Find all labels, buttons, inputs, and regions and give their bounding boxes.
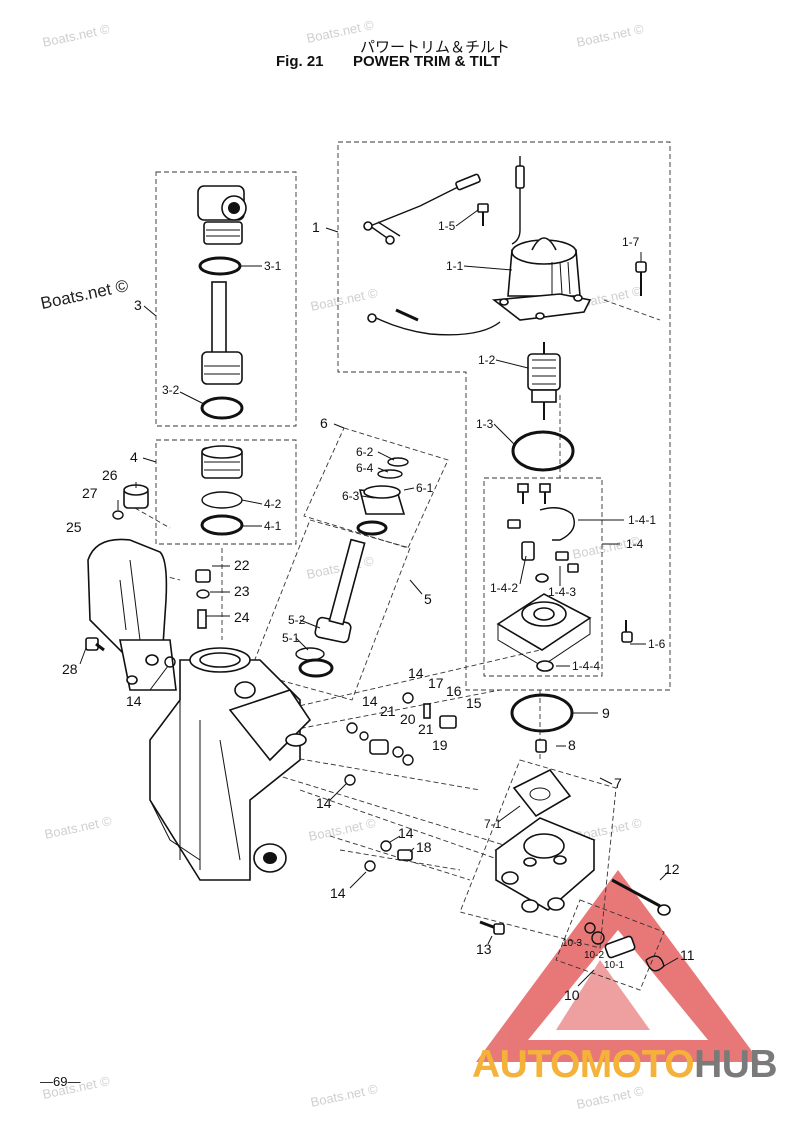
callout-14-c: 14	[362, 693, 378, 709]
pump-assembly	[494, 768, 596, 913]
callout-10: 10	[564, 987, 580, 1003]
leader-lines	[79, 209, 679, 987]
callout-14-b: 14	[408, 665, 424, 681]
callout-22: 22	[234, 557, 250, 573]
tilt-ram-assembly	[197, 185, 247, 420]
group-box-1-4	[483, 477, 603, 677]
brand-logo-icon	[476, 870, 760, 1062]
page-number: —69—	[40, 1074, 81, 1089]
callout-1-4-1: 1-4-1	[628, 513, 656, 527]
callout-6-2: 6-2	[356, 445, 374, 459]
callout-14-d: 14	[316, 795, 332, 811]
callout-17: 17	[428, 675, 444, 691]
callout-21-b: 21	[418, 721, 434, 737]
callout-labels: 1 1-5 1-1 1-7 1-2 1-3 1-4-1 1-4 1-4-2 1-…	[62, 219, 695, 1003]
callout-25: 25	[66, 519, 82, 535]
callout-6-4: 6-4	[356, 461, 374, 475]
callout-8: 8	[568, 737, 576, 753]
washer-27	[112, 510, 124, 520]
callout-24: 24	[234, 609, 250, 625]
callout-5-2: 5-2	[288, 613, 306, 627]
diagram-title: POWER TRIM & TILT	[353, 53, 501, 70]
callout-14-e: 14	[398, 825, 414, 841]
callout-1-7: 1-7	[622, 235, 640, 249]
callout-20: 20	[400, 711, 416, 727]
callout-1: 1	[312, 219, 320, 235]
callout-3-1: 3-1	[264, 259, 282, 273]
callout-1-4-3: 1-4-3	[548, 585, 576, 599]
callout-4: 4	[130, 449, 138, 465]
small-parts	[164, 656, 457, 872]
bolt-28	[85, 637, 105, 652]
callout-1-3: 1-3	[476, 417, 494, 431]
callout-6-3: 6-3	[342, 489, 360, 503]
callout-1-6: 1-6	[648, 637, 666, 651]
group-box-4	[155, 439, 297, 545]
callout-1-5: 1-5	[438, 219, 456, 233]
title-japanese: パワートリム＆チルト	[359, 38, 510, 56]
bolt-12	[611, 878, 671, 916]
cylinder-cap-assembly	[200, 445, 244, 536]
callout-19: 19	[432, 737, 448, 753]
o-ring-9	[510, 693, 574, 733]
valve-parts	[195, 569, 211, 629]
callout-3: 3	[134, 297, 142, 313]
pump-housing	[149, 647, 312, 881]
brand-part-2: MOTO	[579, 1043, 695, 1086]
callout-5-1: 5-1	[282, 631, 300, 645]
motor-assembly	[363, 156, 647, 672]
callout-7: 7	[614, 775, 622, 791]
callout-6-1: 6-1	[416, 481, 434, 495]
group-box-6	[303, 427, 449, 549]
callout-1-4: 1-4	[626, 537, 644, 551]
callout-15: 15	[466, 695, 482, 711]
callout-16: 16	[446, 683, 462, 699]
brand-part-3: HUB	[694, 1043, 778, 1086]
group-box-5	[249, 519, 411, 701]
callout-10-2: 10-2	[584, 950, 604, 961]
callout-4-1: 4-1	[264, 519, 282, 533]
callout-23: 23	[234, 583, 250, 599]
callout-18: 18	[416, 839, 432, 855]
callout-28: 28	[62, 661, 78, 677]
group-box-3	[155, 171, 297, 427]
bushing-26	[123, 484, 149, 509]
callout-26: 26	[102, 467, 118, 483]
callout-11: 11	[680, 947, 695, 963]
callout-12: 12	[664, 861, 680, 877]
group-box-1	[337, 141, 671, 691]
brand-wordmark: AUTOMOTOHUB	[472, 1043, 778, 1087]
callout-10-3: 10-3	[562, 938, 582, 949]
callout-14-a: 14	[126, 693, 142, 709]
trim-ram-assembly	[295, 457, 409, 678]
callout-1-4-4: 1-4-4	[572, 659, 600, 673]
filter-8	[535, 739, 547, 753]
callout-3-2: 3-2	[162, 383, 180, 397]
bolt-13	[479, 920, 505, 935]
callout-21-a: 21	[380, 703, 396, 719]
callout-1-1: 1-1	[446, 259, 464, 273]
callout-1-2: 1-2	[478, 353, 496, 367]
callout-9: 9	[602, 705, 610, 721]
callout-10-1: 10-1	[604, 960, 624, 971]
figure-number: Fig. 21	[276, 53, 324, 70]
group-box-10	[555, 899, 665, 991]
callout-5: 5	[424, 591, 432, 607]
callout-4-2: 4-2	[264, 497, 282, 511]
callout-7-1: 7-1	[484, 817, 502, 831]
callout-14-f: 14	[330, 885, 346, 901]
brand-part-1: AUTO	[472, 1043, 580, 1086]
side-cover	[87, 538, 177, 691]
callout-27: 27	[82, 485, 98, 501]
callout-1-4-2: 1-4-2	[490, 581, 518, 595]
callout-6: 6	[320, 415, 328, 431]
callout-13: 13	[476, 941, 492, 957]
group-box-7	[459, 759, 617, 949]
